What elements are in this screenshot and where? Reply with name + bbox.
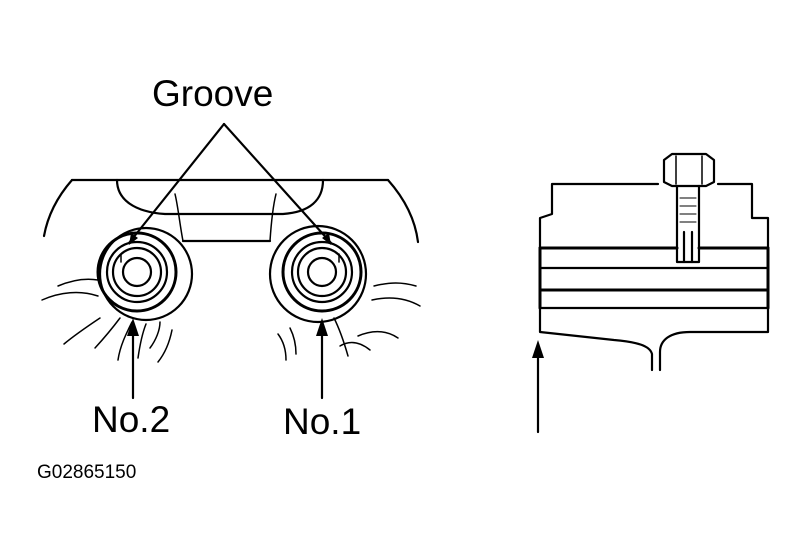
casting-ribs-left bbox=[41, 278, 173, 363]
journal-no2 bbox=[96, 226, 194, 322]
journal-no2-ring bbox=[105, 240, 169, 304]
housing-outline bbox=[538, 182, 770, 250]
label-no2: No.2 bbox=[92, 399, 170, 440]
label-groove: Groove bbox=[152, 73, 273, 114]
bolt-tip bbox=[682, 230, 694, 264]
groove-arrowhead-left bbox=[129, 233, 138, 245]
bolt-threads bbox=[679, 197, 697, 223]
side-view bbox=[532, 152, 770, 434]
journal-no1-bore bbox=[306, 256, 338, 288]
journal-no2-boss bbox=[98, 226, 194, 322]
journal-no1-outer bbox=[281, 231, 363, 313]
casting-ribs-right bbox=[277, 282, 421, 361]
label-no1: No.1 bbox=[283, 401, 361, 442]
journal-no2-outer bbox=[96, 231, 178, 313]
journal-no1-ring-inner bbox=[296, 246, 348, 298]
shell-layer-bottom bbox=[538, 246, 770, 310]
center-web-side-r bbox=[269, 193, 277, 242]
center-web bbox=[115, 178, 325, 216]
arrow-no2-head bbox=[127, 318, 139, 336]
center-web-side-l bbox=[174, 193, 184, 242]
groove-arrowhead-right bbox=[322, 233, 331, 245]
bolt-head bbox=[662, 152, 716, 188]
cap-outline bbox=[538, 306, 770, 372]
journal-no1 bbox=[268, 224, 368, 324]
figure-code: G02865150 bbox=[37, 462, 136, 483]
arrow-no1-head bbox=[316, 318, 328, 336]
block-right-contour bbox=[386, 178, 420, 244]
bolt-head-face bbox=[675, 155, 703, 185]
journal-no2-ring-inner bbox=[111, 246, 163, 298]
groove-leader-left bbox=[127, 122, 226, 245]
bolt-shank bbox=[675, 184, 701, 264]
top-view bbox=[41, 122, 421, 400]
journal-no1-ring bbox=[290, 240, 354, 304]
side-arrow-head bbox=[532, 340, 544, 358]
journal-no1-boss bbox=[268, 224, 368, 324]
block-left-contour bbox=[42, 178, 74, 238]
journal-no2-bore bbox=[121, 256, 153, 288]
groove-leader-right bbox=[222, 122, 333, 245]
